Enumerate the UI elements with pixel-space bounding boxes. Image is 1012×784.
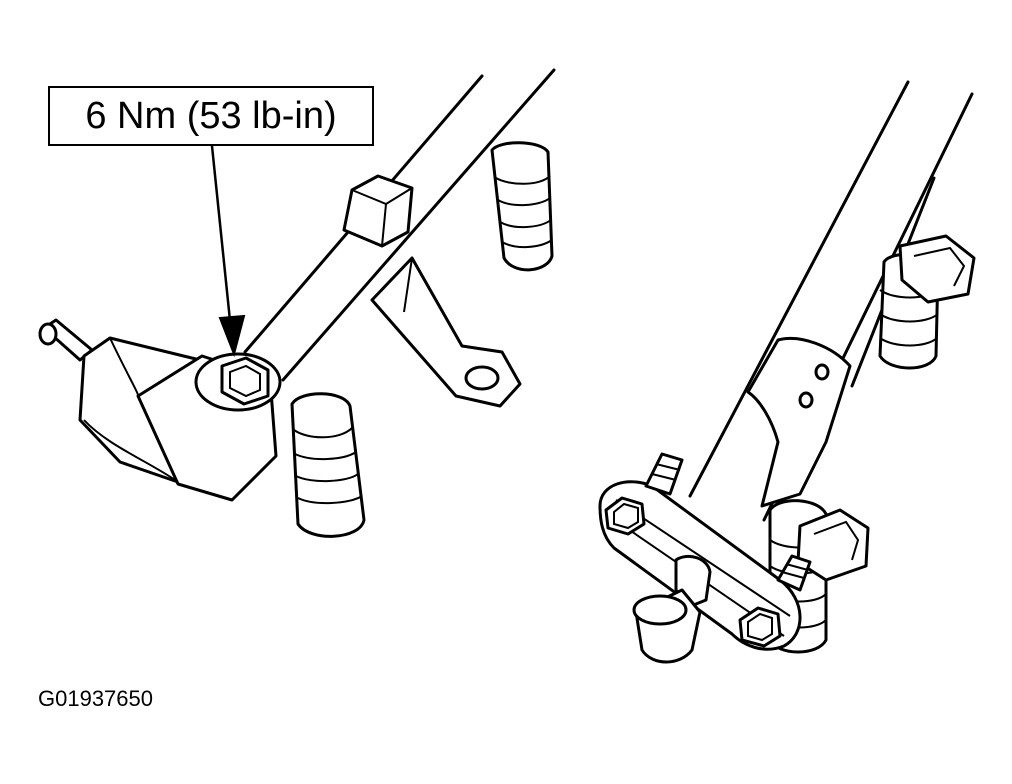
- fuel-pressure-regulator: [38, 318, 282, 502]
- left-fuel-injector-front: [290, 392, 366, 538]
- bracket-bolt-hole: [464, 365, 500, 391]
- right-flange-stud-right: [776, 554, 812, 592]
- right-injector-upper-connector: [898, 234, 976, 304]
- right-fuel-rail-assembly: [598, 80, 976, 664]
- left-mounting-bracket: [370, 256, 522, 408]
- left-fuel-rail-tube: [243, 68, 556, 382]
- fuel-inlet-cap: [632, 594, 688, 626]
- torque-spec-label: 6 Nm (53 lb-in): [48, 86, 374, 146]
- left-fuel-injector-rear: [490, 141, 554, 272]
- figure-id-label: G01937650: [38, 686, 153, 711]
- left-fuel-rail-assembly: [38, 68, 556, 538]
- right-fuel-inlet-fitting: [632, 555, 712, 664]
- torque-callout-arrow: [210, 145, 246, 358]
- regulator-retaining-bolt: [220, 356, 270, 406]
- right-rail-mount-collar: [746, 336, 852, 508]
- collar-hole-bottom: [798, 391, 814, 409]
- right-flange-stud-left: [644, 452, 684, 496]
- right-flange-bolt-lower: [738, 606, 782, 648]
- collar-hole-top: [814, 363, 830, 381]
- right-flange-bolt-upper: [604, 496, 646, 536]
